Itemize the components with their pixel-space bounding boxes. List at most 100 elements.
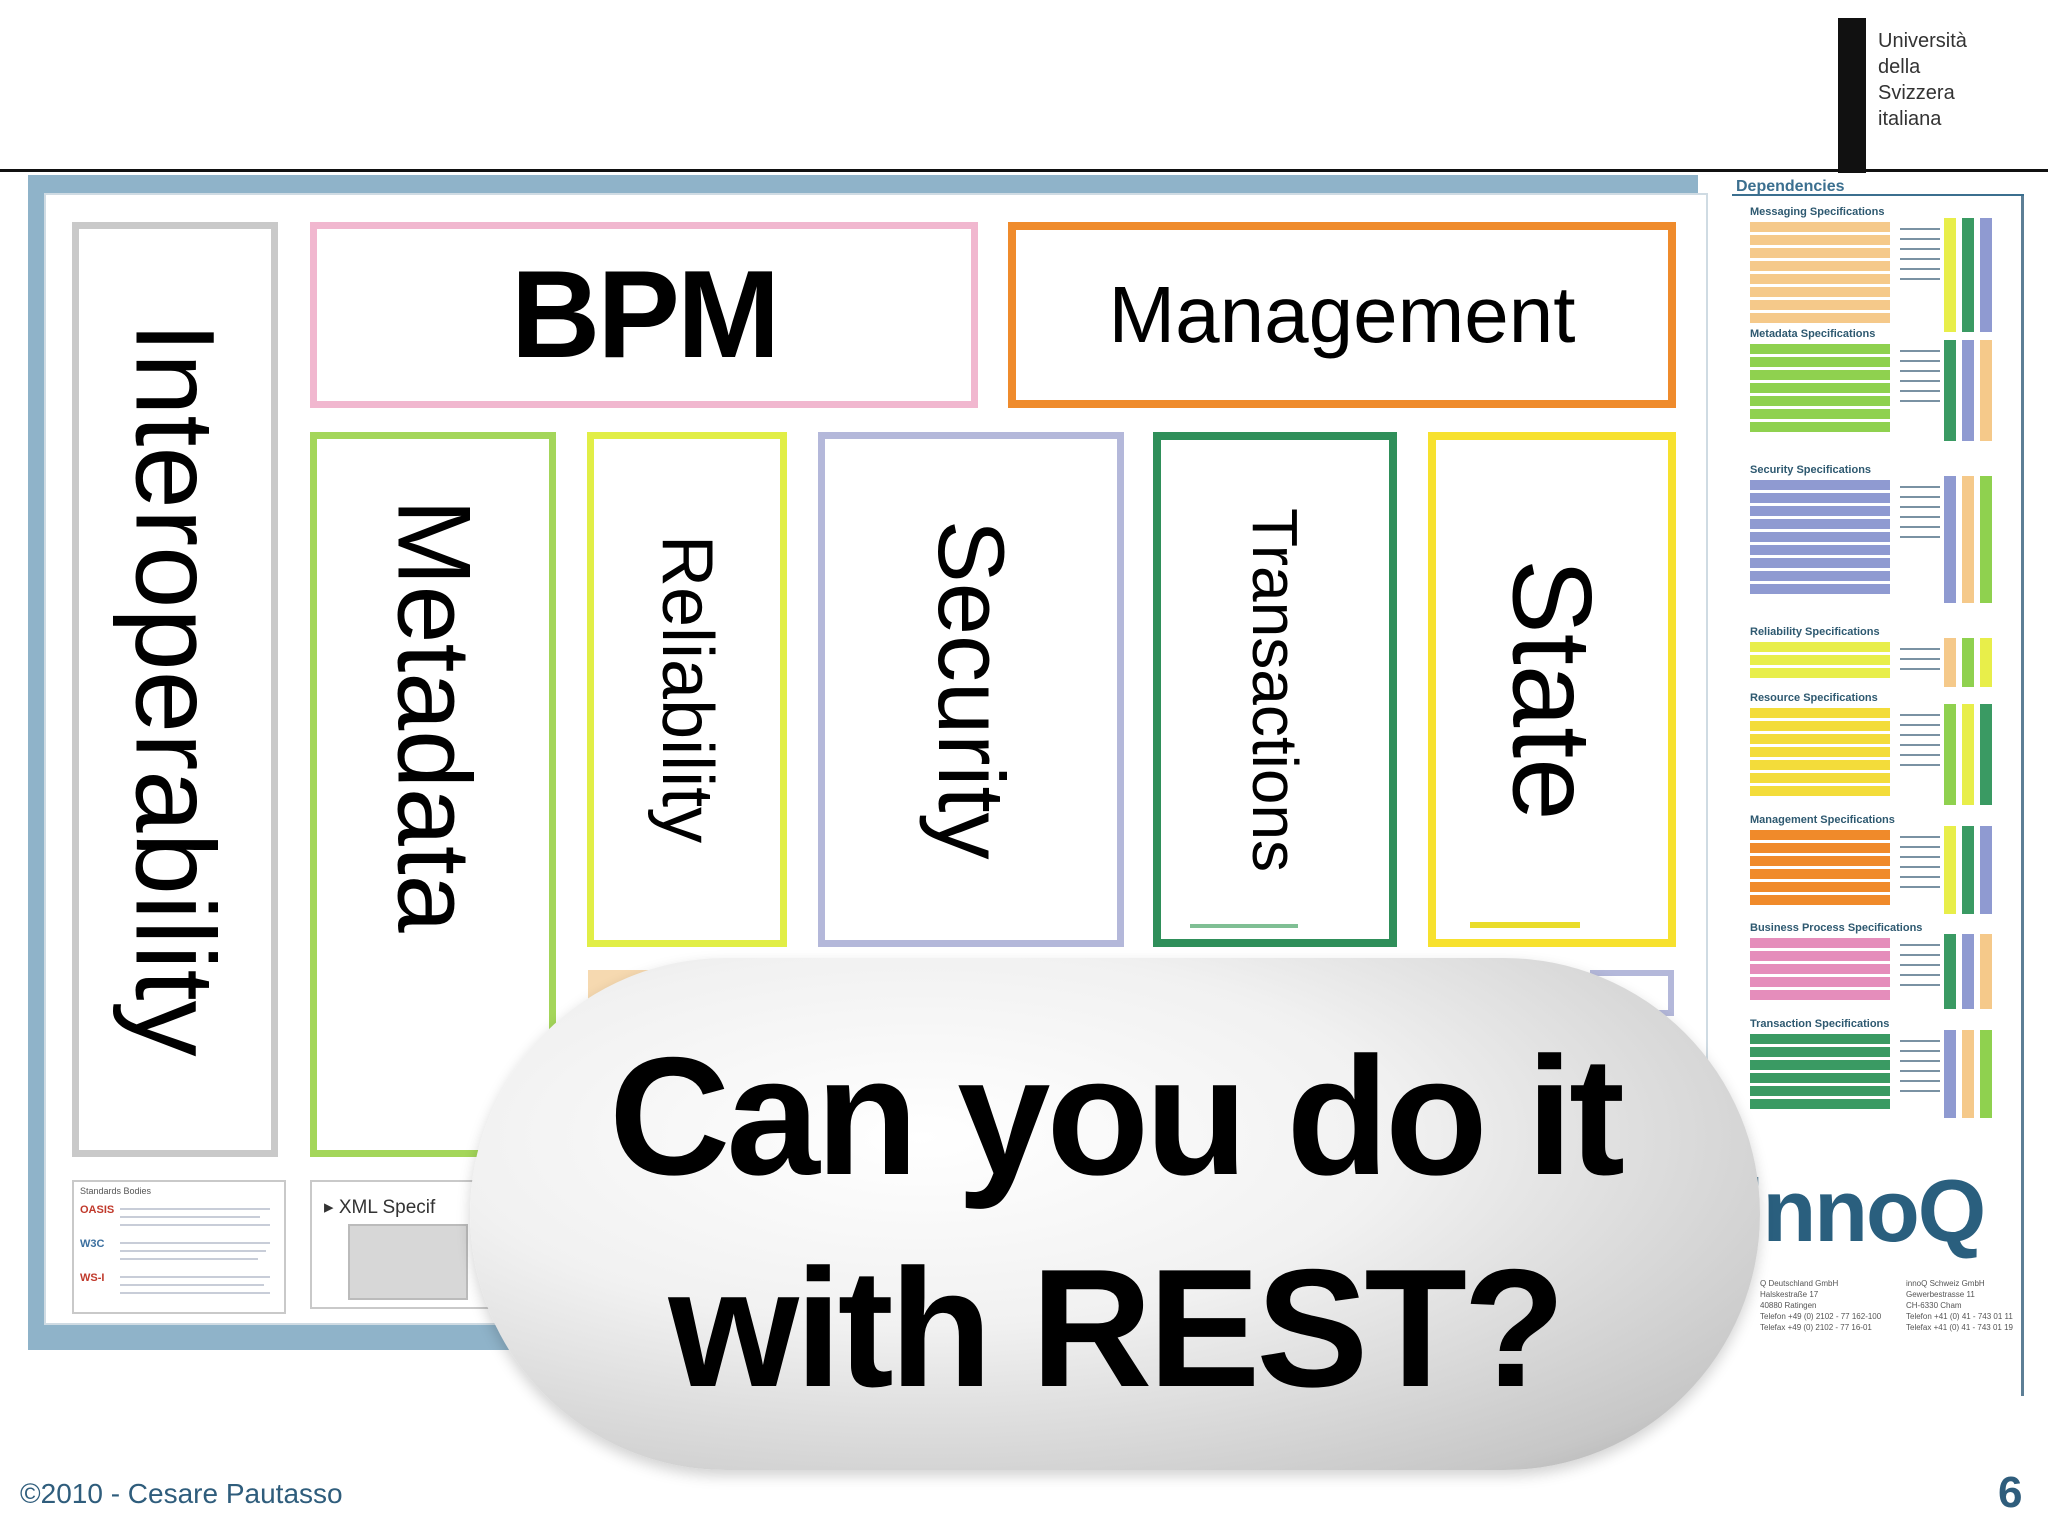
dependencies-frame <box>1732 196 2024 1396</box>
dependency-spec-row <box>1750 571 1890 581</box>
dependency-spec-row <box>1750 1034 1890 1044</box>
dependency-spec-row <box>1750 642 1890 652</box>
state-underline <box>1470 922 1580 928</box>
dependency-spec-row <box>1750 287 1890 297</box>
dependency-connector-lines <box>1900 648 1940 678</box>
metadata-label: Metadata <box>375 499 492 933</box>
dependency-spec-row <box>1750 869 1890 879</box>
dependency-bar <box>1980 218 1992 332</box>
dependency-spec-row <box>1750 895 1890 905</box>
dependency-connector-lines <box>1900 1040 1940 1100</box>
dependency-spec-row <box>1750 422 1890 432</box>
dependency-connector-lines <box>1900 486 1940 546</box>
state-label: State <box>1489 558 1615 821</box>
dependency-spec-row <box>1750 480 1890 490</box>
dependency-bar <box>1980 934 1992 1009</box>
dependency-bar <box>1980 476 1992 603</box>
dependency-spec-row <box>1750 843 1890 853</box>
dependency-bar <box>1962 218 1974 332</box>
dependency-spec-row <box>1750 938 1890 948</box>
dependency-spec-row <box>1750 493 1890 503</box>
dependency-bar <box>1980 1030 1992 1118</box>
wsi-logo: WS-I <box>80 1272 105 1284</box>
dependency-spec-row <box>1750 964 1890 974</box>
dependency-spec-row <box>1750 760 1890 770</box>
dependency-bar <box>1944 826 1956 914</box>
metadata-box: Metadata <box>310 432 556 1157</box>
header-divider <box>0 169 2048 172</box>
dependency-connector-lines <box>1900 714 1940 774</box>
dependency-spec-row <box>1750 882 1890 892</box>
dependency-spec-row <box>1750 506 1890 516</box>
dependency-bar <box>1944 934 1956 1009</box>
dependency-connector-lines <box>1900 836 1940 896</box>
dependency-bar <box>1962 704 1974 805</box>
dependency-group-title: Transaction Specifications <box>1750 1018 1890 1030</box>
dependency-spec-row <box>1750 734 1890 744</box>
dependency-spec-list <box>1750 1034 1890 1112</box>
callout-question: Can you do it with REST? <box>609 1022 1625 1422</box>
transactions-label: Transactions <box>1239 507 1311 872</box>
dependency-spec-row <box>1750 708 1890 718</box>
dependency-spec-row <box>1750 396 1890 406</box>
dependency-spec-list <box>1750 344 1890 435</box>
dependency-bar <box>1944 638 1956 687</box>
dependency-spec-row <box>1750 261 1890 271</box>
management-label: Management <box>1108 270 1576 359</box>
dependency-group-title: Management Specifications <box>1750 814 1895 826</box>
transactions-underline <box>1190 924 1298 928</box>
dependencies-rule <box>1732 194 2024 196</box>
dependency-spec-row <box>1750 747 1890 757</box>
standards-bodies-title: Standards Bodies <box>80 1186 152 1196</box>
dependency-bar <box>1944 1030 1956 1118</box>
dependency-spec-row <box>1750 668 1890 678</box>
dependency-spec-row <box>1750 721 1890 731</box>
dependency-group-title: Security Specifications <box>1750 464 1872 476</box>
dependency-spec-list <box>1750 642 1890 681</box>
dependency-bar <box>1944 704 1956 805</box>
dependency-spec-row <box>1750 856 1890 866</box>
dependency-spec-row <box>1750 1086 1890 1096</box>
dependency-spec-row <box>1750 370 1890 380</box>
dependency-spec-row <box>1750 1099 1890 1109</box>
security-label: Security <box>919 519 1024 860</box>
dependency-spec-row <box>1750 1047 1890 1057</box>
dependency-group-title: Metadata Specifications <box>1750 328 1876 340</box>
dependency-bar <box>1944 340 1956 441</box>
page-number: 6 <box>1998 1468 2023 1517</box>
oasis-logo: OASIS <box>80 1204 115 1216</box>
dependency-bar <box>1980 826 1992 914</box>
dependency-spec-row <box>1750 558 1890 568</box>
dependency-spec-row <box>1750 222 1890 232</box>
dependency-spec-row <box>1750 519 1890 529</box>
dependency-connector-lines <box>1900 944 1940 994</box>
dependency-spec-list <box>1750 938 1890 1003</box>
dependency-bar <box>1962 476 1974 603</box>
innoq-logo: innoQ <box>1740 1160 1986 1262</box>
bpm-label: BPM <box>510 246 781 384</box>
dependency-spec-row <box>1750 383 1890 393</box>
xml-specifications-title: ▸ XML Specif <box>324 1197 436 1218</box>
callout-bubble <box>470 958 1760 1470</box>
dependency-group-title: Resource Specifications <box>1750 692 1878 704</box>
interoperability-label: Interoperability <box>112 322 238 1057</box>
dependency-bar <box>1962 638 1974 687</box>
state-box: State <box>1428 432 1676 947</box>
security-box: Security <box>818 432 1124 947</box>
dependency-spec-list <box>1750 830 1890 908</box>
w3c-logo: W3C <box>80 1238 105 1250</box>
dependency-spec-row <box>1750 274 1890 284</box>
dependency-bar <box>1944 218 1956 332</box>
dependency-spec-row <box>1750 1060 1890 1070</box>
dependency-spec-row <box>1750 235 1890 245</box>
copyright-footer: ©2010 - Cesare Pautasso <box>20 1478 343 1509</box>
dependency-spec-row <box>1750 532 1890 542</box>
dependency-bar <box>1980 340 1992 441</box>
innoq-logo-text: innoQ <box>1740 1161 1986 1260</box>
dependency-spec-row <box>1750 300 1890 310</box>
dependency-spec-row <box>1750 409 1890 419</box>
dependency-spec-row <box>1750 655 1890 665</box>
dependency-bar <box>1962 1030 1974 1118</box>
dependencies-title: Dependencies <box>1736 178 1845 195</box>
dependency-bar <box>1962 340 1974 441</box>
